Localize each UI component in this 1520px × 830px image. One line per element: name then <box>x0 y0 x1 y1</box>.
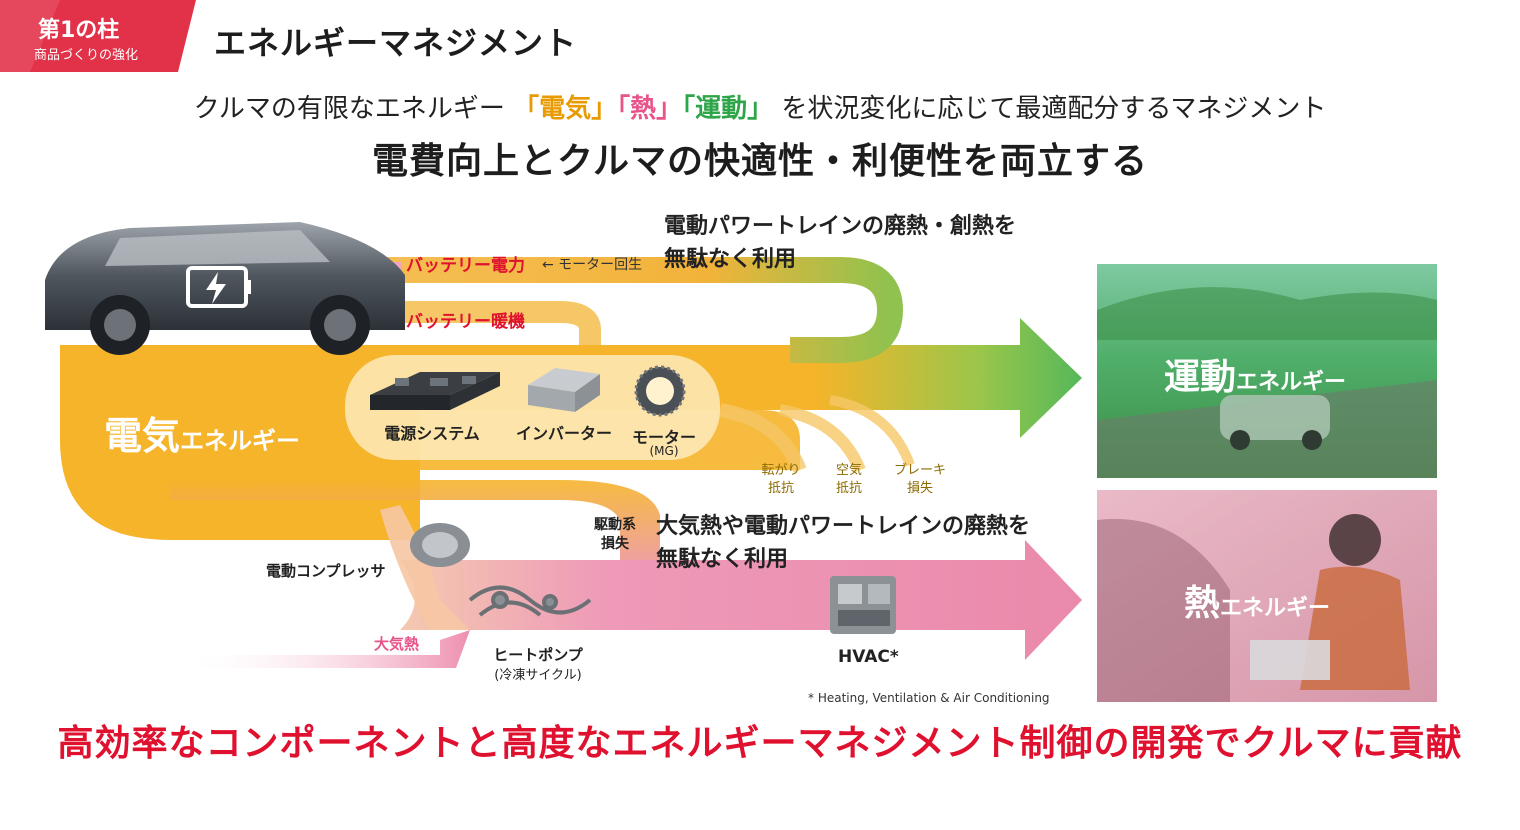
heat-pump-graphic <box>468 585 592 617</box>
loss-brake-line1: ブレーキ <box>893 463 946 478</box>
motion-energy-big: 運動 <box>1164 357 1237 398</box>
hvac-graphic <box>830 576 896 634</box>
drive-loss-line1: 駆動系 <box>594 517 636 533</box>
loss-air-line2: 抵抗 <box>835 481 862 496</box>
subtitle-heat: 「熱」 <box>617 94 683 124</box>
pillar-badge <box>0 0 196 72</box>
subtitle-electric: 「電気」 <box>513 94 618 124</box>
hvac-footnote: * Heating, Ventilation & Air Conditionin… <box>808 691 1050 705</box>
subtitle: クルマの有限なエネルギー 「電気」「熱」「運動」 を状況変化に応じて最適配分する… <box>0 88 1520 125</box>
compressor-graphic <box>410 523 470 567</box>
subtitle-prefix: クルマの有限なエネルギー <box>193 94 505 124</box>
hvac-label: HVAC* <box>838 647 899 667</box>
loss-rolling-line1: 転がり <box>761 463 801 478</box>
waste-heat-top-line2: 無駄なく利用 <box>664 247 797 272</box>
motion-energy-photo <box>1097 264 1437 478</box>
waste-heat-mid-line2: 無駄なく利用 <box>656 547 789 572</box>
loss-brake-line2: 損失 <box>906 481 933 496</box>
component-inverter: インバーター <box>515 424 612 443</box>
battery-heater-label: バッテリー暖機 <box>406 312 525 332</box>
loss-rolling-line2: 抵抗 <box>767 481 794 496</box>
motor-regen-label: ← モーター回生 <box>542 257 643 273</box>
drive-loss-label: 駆動系 損失 <box>584 516 646 554</box>
loss-air: 空気 抵抗 <box>820 462 878 498</box>
car-graphic <box>45 222 405 355</box>
badge-pillar-name: 商品づくりの強化 <box>34 48 139 63</box>
component-motor-sub: (MG) <box>649 444 679 458</box>
bottom-message: 高効率なコンポーネントと高度なエネルギーマネジメント制御の開発でクルマに貢献 <box>57 723 1463 764</box>
heat-pump-label: ヒートポンプ <box>493 646 583 664</box>
heat-energy-photo <box>1097 490 1437 702</box>
heat-energy-label: 熱エネルギー <box>1184 574 1330 626</box>
battery-power-label: バッテリー電力 <box>406 256 525 276</box>
motion-energy-label: 運動エネルギー <box>1164 348 1346 400</box>
electric-energy-small: エネルギー <box>180 427 301 455</box>
loss-air-line1: 空気 <box>835 463 862 478</box>
heat-energy-small: エネルギー <box>1220 596 1331 621</box>
drive-loss-line2: 損失 <box>601 536 629 552</box>
compressor-label: 電動コンプレッサ <box>266 562 386 580</box>
subtitle-suffix: を状況変化に応じて最適配分するマネジメント <box>781 94 1327 124</box>
motion-energy-small: エネルギー <box>1236 370 1347 395</box>
headline: 電費向上とクルマの快適性・利便性を両立する <box>372 141 1148 182</box>
subtitle-motion: 「運動」 <box>682 94 774 124</box>
inverter-graphic <box>528 368 600 412</box>
atmospheric-heat-label: 大気熱 <box>374 635 420 653</box>
electric-energy-label: 電気エネルギー <box>104 405 300 460</box>
loss-rolling: 転がり 抵抗 <box>750 462 812 498</box>
heat-pump-sub-label: (冷凍サイクル) <box>494 668 582 683</box>
loss-brake: ブレーキ 損失 <box>880 462 960 498</box>
component-motor: モーター <box>631 428 696 447</box>
waste-heat-top-label: 電動パワートレインの廃熱・創熱を 無駄なく利用 <box>664 210 1016 276</box>
motor-graphic <box>634 365 686 417</box>
heat-energy-big: 熱 <box>1184 583 1221 624</box>
waste-heat-mid-line1: 大気熱や電動パワートレインの廃熱を <box>656 514 1031 539</box>
waste-heat-mid-label: 大気熱や電動パワートレインの廃熱を 無駄なく利用 <box>656 510 1030 576</box>
page-title: エネルギーマネジメント <box>214 24 578 62</box>
badge-pillar-number: 第1の柱 <box>38 18 120 43</box>
waste-heat-top-line1: 電動パワートレインの廃熱・創熱を <box>664 214 1017 239</box>
power-system-graphic <box>370 372 500 410</box>
component-power-system: 電源システム <box>384 424 480 443</box>
electric-energy-big: 電気 <box>104 414 181 458</box>
